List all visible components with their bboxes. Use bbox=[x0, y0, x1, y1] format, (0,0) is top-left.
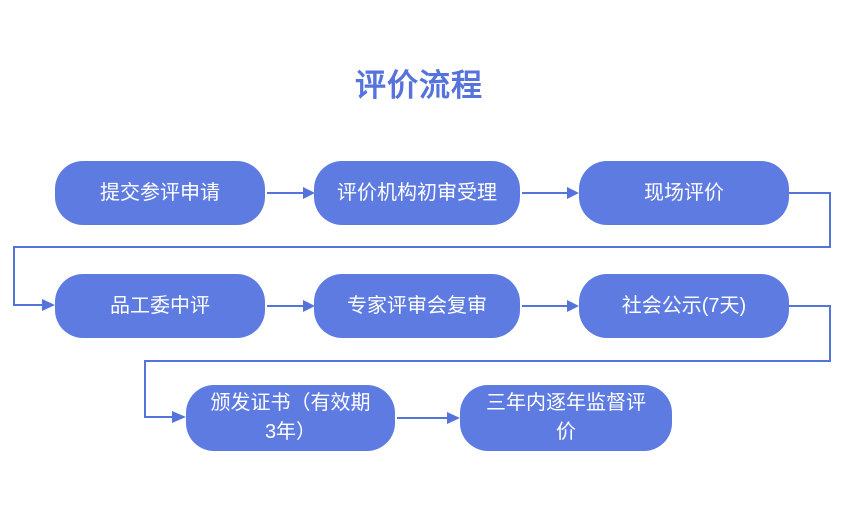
flow-node-submit-application: 提交参评申请 bbox=[55, 161, 265, 225]
arrow-review-to-onsite bbox=[522, 187, 579, 199]
page-title: 评价流程 bbox=[355, 68, 483, 103]
arrow-committee-to-expert bbox=[267, 300, 315, 312]
flow-node-public-announcement: 社会公示(7天) bbox=[579, 274, 789, 338]
flow-node-expert-panel-rereview: 专家评审会复审 bbox=[314, 274, 520, 338]
flow-node-agency-initial-review: 评价机构初审受理 bbox=[314, 161, 520, 225]
arrow-submit-to-review bbox=[267, 187, 315, 199]
flow-node-committee-mid-evaluation: 品工委中评 bbox=[55, 274, 265, 338]
flow-node-certificate-issuance: 颁发证书（有效期3年） bbox=[186, 385, 395, 451]
arrow-certificate-to-supervision bbox=[397, 412, 460, 424]
arrow-expert-to-public bbox=[522, 300, 579, 312]
arrow-public-to-certificate-wrap bbox=[144, 305, 831, 423]
flow-node-onsite-evaluation: 现场评价 bbox=[579, 161, 789, 225]
flow-node-annual-supervision: 三年内逐年监督评价 bbox=[460, 385, 672, 451]
arrow-onsite-to-committee-wrap bbox=[13, 192, 831, 311]
